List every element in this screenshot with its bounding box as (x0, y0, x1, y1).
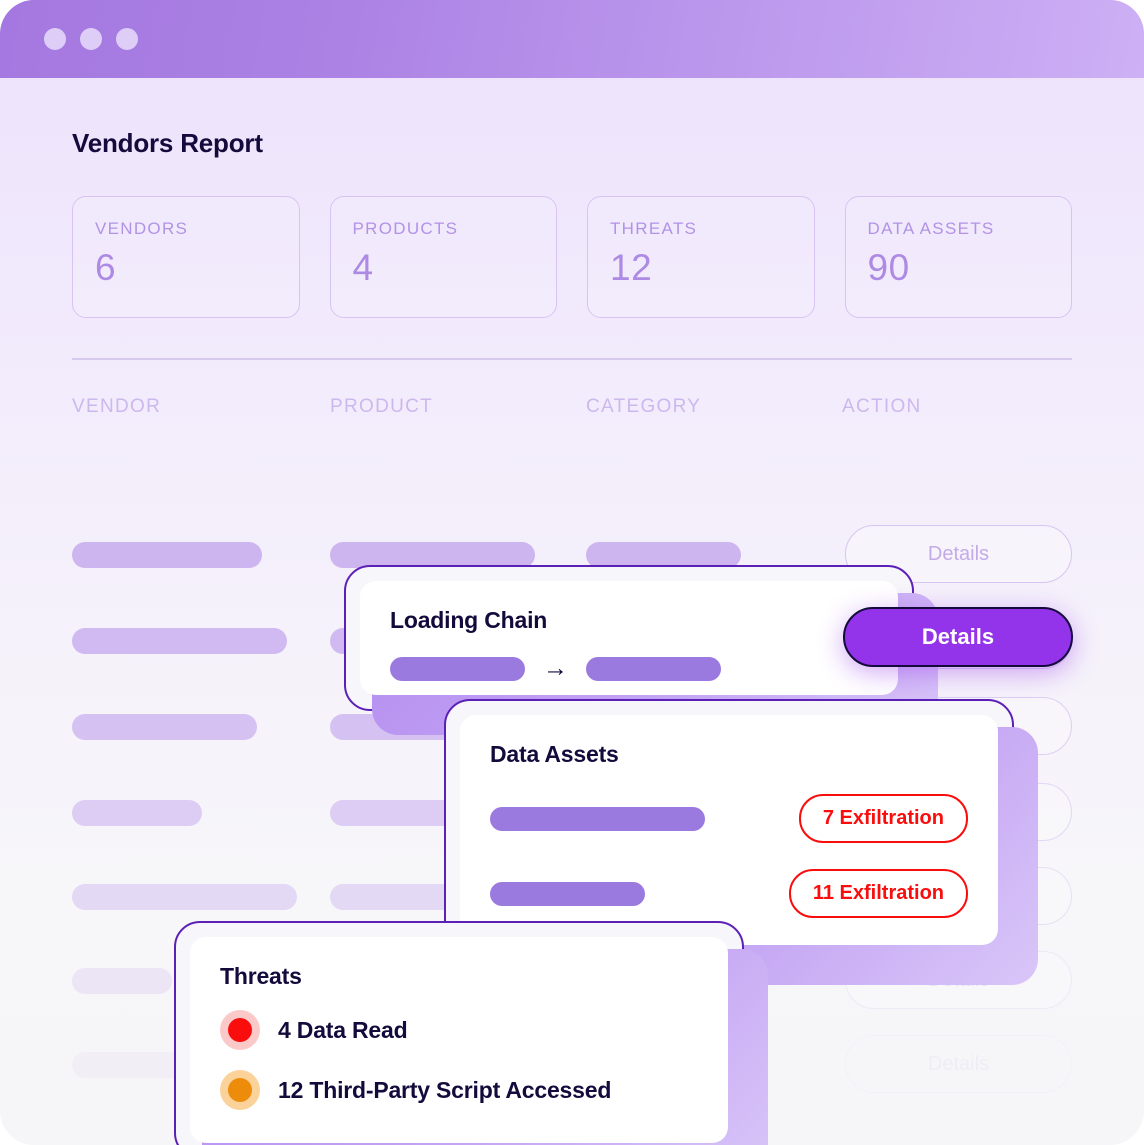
data-assets-card-body: Data Assets 7 Exfiltration 11 Exfiltrati… (460, 715, 998, 945)
arrow-right-icon: → (543, 654, 568, 682)
column-header-product: PRODUCT (330, 396, 434, 417)
table-cell-placeholder (72, 800, 202, 826)
stat-card-products: PRODUCTS 4 (329, 196, 557, 318)
window-titlebar (0, 0, 1144, 78)
maximize-icon[interactable] (116, 28, 138, 50)
chain-step-placeholder (586, 656, 721, 681)
table-cell-placeholder (72, 542, 262, 568)
stat-label: THREATS (610, 219, 698, 238)
table-cell-placeholder (72, 968, 172, 994)
stat-value: 4 (352, 247, 374, 288)
exfiltration-badge[interactable]: 7 Exfiltration (798, 794, 968, 843)
severity-dot-icon (220, 1070, 260, 1110)
table-cell-placeholder (330, 542, 535, 568)
column-header-action: ACTION (842, 396, 922, 417)
loading-chain-title: Loading Chain (390, 607, 548, 633)
data-asset-row: 11 Exfiltration (490, 869, 968, 918)
threat-item: 12 Third-Party Script Accessed (220, 1070, 698, 1110)
data-assets-card: Data Assets 7 Exfiltration 11 Exfiltrati… (444, 699, 1038, 985)
data-asset-row: 7 Exfiltration (490, 794, 968, 843)
stat-card-row: VENDORS 6 PRODUCTS 4 THREATS 12 DATA ASS… (72, 196, 1072, 318)
data-asset-placeholder (490, 881, 645, 906)
exfiltration-badge[interactable]: 11 Exfiltration (788, 869, 968, 918)
stat-label: PRODUCTS (352, 219, 459, 238)
column-header-category: CATEGORY (586, 396, 702, 417)
stat-label: DATA ASSETS (867, 219, 995, 238)
stat-value: 6 (95, 247, 117, 288)
threats-title: Threats (220, 963, 302, 989)
stat-label: VENDORS (95, 219, 189, 238)
section-divider (72, 358, 1072, 360)
data-asset-placeholder (490, 806, 705, 831)
stat-value: 12 (610, 247, 653, 288)
threat-label: 12 Third-Party Script Accessed (278, 1076, 612, 1103)
stat-card-vendors: VENDORS 6 (72, 196, 300, 318)
stat-value: 90 (867, 247, 910, 288)
table-cell-placeholder (72, 628, 287, 654)
threats-card-body: Threats 4 Data Read 12 Third-Party Scrip… (190, 937, 728, 1143)
chain-step-placeholder (390, 656, 525, 681)
loading-chain-card-body: Loading Chain → (360, 581, 898, 695)
details-button[interactable]: Details (845, 1035, 1072, 1093)
column-header-vendor: VENDOR (72, 396, 162, 417)
page-content: Vendors Report VENDORS 6 PRODUCTS 4 THRE… (0, 78, 1144, 1145)
stat-card-data-assets: DATA ASSETS 90 (844, 196, 1072, 318)
close-icon[interactable] (44, 28, 66, 50)
threat-item: 4 Data Read (220, 1010, 698, 1050)
page-title: Vendors Report (72, 128, 263, 158)
stat-card-threats: THREATS 12 (587, 196, 815, 318)
table-cell-placeholder (72, 884, 297, 910)
loading-chain-card: Loading Chain → (344, 565, 938, 735)
threats-card: Threats 4 Data Read 12 Third-Party Scrip… (174, 921, 768, 1145)
table-cell-placeholder (72, 714, 257, 740)
loading-chain-steps: → (390, 656, 868, 681)
data-assets-title: Data Assets (490, 741, 619, 767)
severity-dot-icon (220, 1010, 260, 1050)
minimize-icon[interactable] (80, 28, 102, 50)
table-cell-placeholder (586, 542, 741, 568)
details-button[interactable]: Details (845, 525, 1072, 583)
threat-label: 4 Data Read (278, 1016, 408, 1043)
details-button-primary[interactable]: Details (843, 607, 1073, 667)
